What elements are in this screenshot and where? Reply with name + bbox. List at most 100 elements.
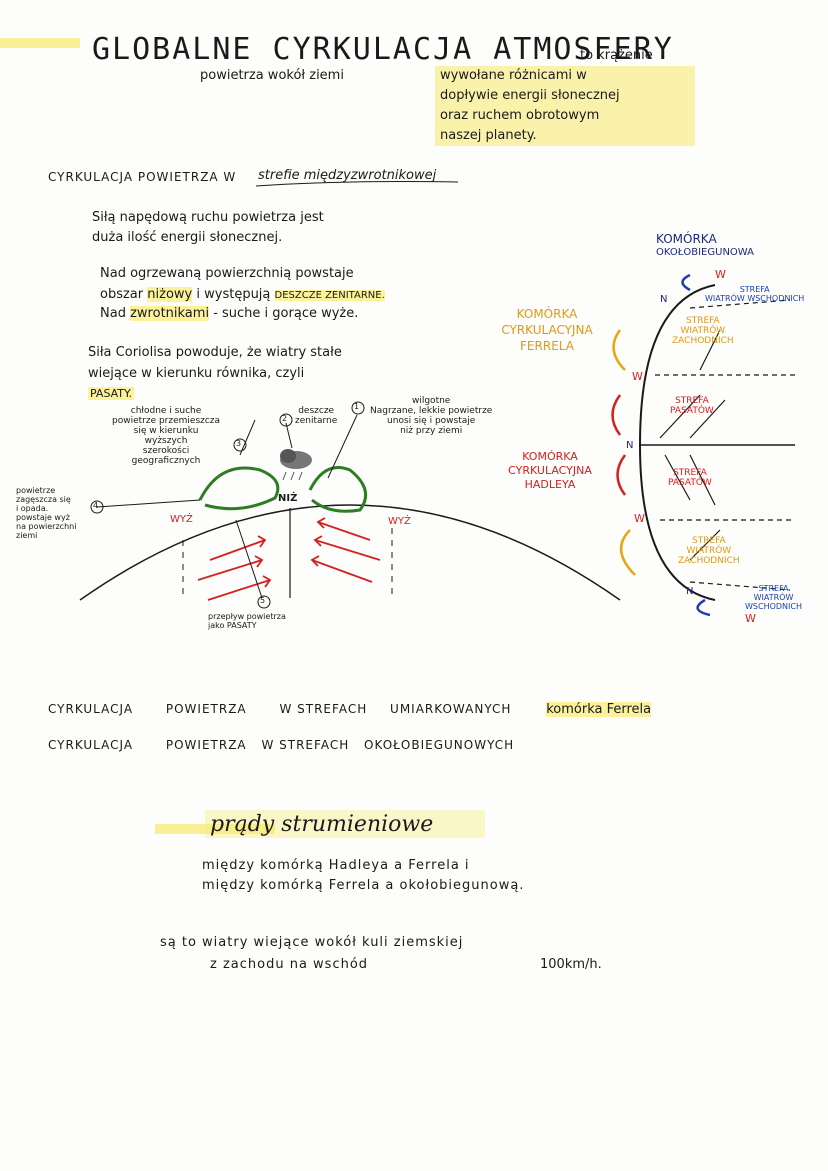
zone-trade-bottom: STREFA PASATÓW <box>668 468 712 488</box>
label-2-l1: deszcze <box>298 406 335 416</box>
row1-cell-4: UMIARKOWANYCH <box>390 702 512 716</box>
paragraph2-line1: Nad ogrzewaną powierzchnią powstaje <box>100 266 354 281</box>
paragraph3-line1: Siła Coriolisa powoduje, że wiatry stałe <box>88 345 342 360</box>
zone-east-top-l2: WIATRÓW WSCHODNICH <box>705 294 805 303</box>
num-1: 1 <box>354 402 360 411</box>
definition-line-5: naszej planety. <box>440 128 537 143</box>
p2-word-nizowy: niżowy <box>147 287 193 302</box>
label-1-l4: niż przy ziemi <box>400 426 463 436</box>
zone-trade-top-l1: STREFA <box>675 396 709 406</box>
zone-east-bottom-l1: STREFA <box>758 584 789 593</box>
page-title: GLOBALNE CYRKULACJA ATMOSFERY <box>92 32 674 67</box>
row2-cell-3: W STREFACH <box>261 738 350 752</box>
zone-trade-bottom-l2: PASATÓW <box>668 478 712 488</box>
label-3: chłodne i suche powietrze przemieszcza s… <box>112 406 220 466</box>
mark-n-eq: N <box>626 440 634 451</box>
p2-word-zwrotnikami: zwrotnikami <box>130 306 210 321</box>
polar-label-l1: KOMÓRKA <box>656 232 717 246</box>
mark-w-bottom: W <box>745 612 756 625</box>
zone-east-bottom-l2: WIATRÓW <box>753 593 794 602</box>
row2-cell-2: POWIETRZA <box>165 738 247 752</box>
label-1-l1: wilgotne <box>411 396 451 406</box>
polar-label-l2: OKOŁOBIEGUNOWA <box>656 247 754 258</box>
title-subtitle: powietrza wokół ziemi <box>200 68 344 83</box>
mark-w-top: W <box>715 268 726 281</box>
row2-cell-4: OKOŁOBIEGUNOWYCH <box>364 738 515 752</box>
low-pressure-label: NIŻ <box>278 493 298 504</box>
label-4-l5: na powierzchni <box>16 522 77 531</box>
mark-n-top: N <box>660 294 668 305</box>
label-3-l1: chłodne i suche <box>130 406 202 416</box>
num-2: 2 <box>282 414 288 423</box>
zone-west-top: STREFA WIATRÓW ZACHODNICH <box>672 316 734 346</box>
label-3-l2: powietrze przemieszcza <box>112 416 221 426</box>
paragraph3-line2: wiejące w kierunku równika, czyli <box>88 366 305 381</box>
zone-west-bottom-l2: WIATRÓW <box>686 546 732 556</box>
paragraph1-line1: Siłą napędową ruchu powietrza jest <box>92 210 324 225</box>
row1-cell-2: POWIETRZA <box>165 702 247 716</box>
ferrel-label-l3: FERRELA <box>520 339 574 353</box>
paragraph1-line2: duża ilość energii słonecznej. <box>92 230 283 245</box>
label-3-l3: się w kierunku <box>133 426 199 436</box>
label-3-l5: szerokości <box>142 446 190 456</box>
jet-stream-heading: prądy strumieniowe <box>210 812 434 837</box>
zone-east-top-l1: STREFA <box>739 285 770 294</box>
hadley-label-l1: KOMÓRKA <box>522 450 578 463</box>
definition-line-4: oraz ruchem obrotowym <box>440 108 600 123</box>
label-3-l6: geograficznych <box>131 456 201 466</box>
row1-ferrel-cell: komórka Ferrela <box>546 702 652 717</box>
high-left-label: WYŻ <box>170 514 193 525</box>
zone-west-top-l1: STREFA <box>686 316 720 326</box>
zone-west-top-l2: WIATRÓW <box>680 326 726 336</box>
hadley-label-l2: CYRKULACYJNA <box>508 464 592 477</box>
paragraph3-pasaty: PASATY. <box>88 387 135 400</box>
section1-heading: CYRKULACJA POWIETRZA W <box>48 170 237 184</box>
p2-word-obszar: obszar <box>100 287 144 302</box>
definition-line-2: wywołane różnicami w <box>440 68 587 83</box>
zone-east-top: STREFA WIATRÓW WSCHODNICH <box>705 285 804 303</box>
paragraph2-line3: Nad zwrotnikami - suche i gorące wyże. <box>100 306 358 321</box>
label-2-l2: zenitarne <box>295 416 338 426</box>
zone-west-bottom: STREFA WIATRÓW ZACHODNICH <box>678 536 740 566</box>
label-1-l3: unosi się i powstaje <box>387 416 476 426</box>
mark-w-2: W <box>634 512 645 525</box>
circulation-row-1: CYRKULACJA POWIETRZA W STREFACH UMIARKOW… <box>48 702 748 717</box>
zone-west-top-l3: ZACHODNICH <box>672 336 734 346</box>
label-4-l3: i opada. <box>16 504 49 513</box>
num-5: 5 <box>260 596 266 605</box>
ferrel-cell-label: KOMÓRKA CYRKULACYJNA FERRELA <box>487 306 607 354</box>
zone-trade-top: STREFA PASATÓW <box>670 396 714 416</box>
jet-stream-line-2: między komórką Ferrela a okołobiegunową. <box>202 878 525 893</box>
zone-trade-bottom-l1: STREFA <box>673 468 707 478</box>
label-5: przepływ powietrza jako PASATY <box>208 612 286 630</box>
label-5-l1: przepływ powietrza <box>208 612 286 621</box>
label-4: powietrze zagęszcza się i opada. powstaj… <box>16 486 76 540</box>
hadley-cell-label: KOMÓRKA CYRKULACYJNA HADLEYA <box>495 450 605 492</box>
zone-east-bottom: STREFA WIATRÓW WSCHODNICH <box>745 584 802 611</box>
label-2: deszcze zenitarne <box>295 406 337 426</box>
num-3: 3 <box>236 439 242 448</box>
paragraph2-line2: obszar niżowy i występują DESZCZE ZENITA… <box>100 287 385 302</box>
num-4: 4 <box>93 501 99 510</box>
definition-line-1: to krążenie <box>580 48 653 63</box>
circulation-row-2: CYRKULACJA POWIETRZA W STREFACH OKOŁOBIE… <box>48 738 514 752</box>
zone-west-bottom-l1: STREFA <box>692 536 726 546</box>
earth-surface-arc <box>79 504 621 601</box>
p2-word-wystepuja: i występują <box>196 287 271 302</box>
label-4-l6: ziemi <box>16 531 38 540</box>
label-4-l4: powstaje wyż <box>16 513 70 522</box>
jet-stream-line-1: między komórką Hadleya a Ferrela i <box>202 858 470 873</box>
section1-heading-zone: strefie międzyzwrotnikowej <box>258 168 437 183</box>
p2-deszcze-zenitarne: DESZCZE ZENITARNE. <box>274 290 385 301</box>
ferrel-label-l1: KOMÓRKA <box>516 307 578 321</box>
p2-word-nad: Nad <box>100 306 126 321</box>
label-1-l2: Nagrzane, lekkie powietrze <box>370 406 493 416</box>
zone-trade-top-l2: PASATÓW <box>670 406 714 416</box>
label-4-l2: zagęszcza się <box>16 495 71 504</box>
definition-line-3: dopływie energii słonecznej <box>440 88 620 103</box>
hadley-label-l3: HADLEYA <box>524 478 576 491</box>
winds-line-2: z zachodu na wschód <box>210 957 369 972</box>
row1-cell-3: W STREFACH <box>279 702 368 716</box>
label-3-l4: wyższych <box>144 436 188 446</box>
